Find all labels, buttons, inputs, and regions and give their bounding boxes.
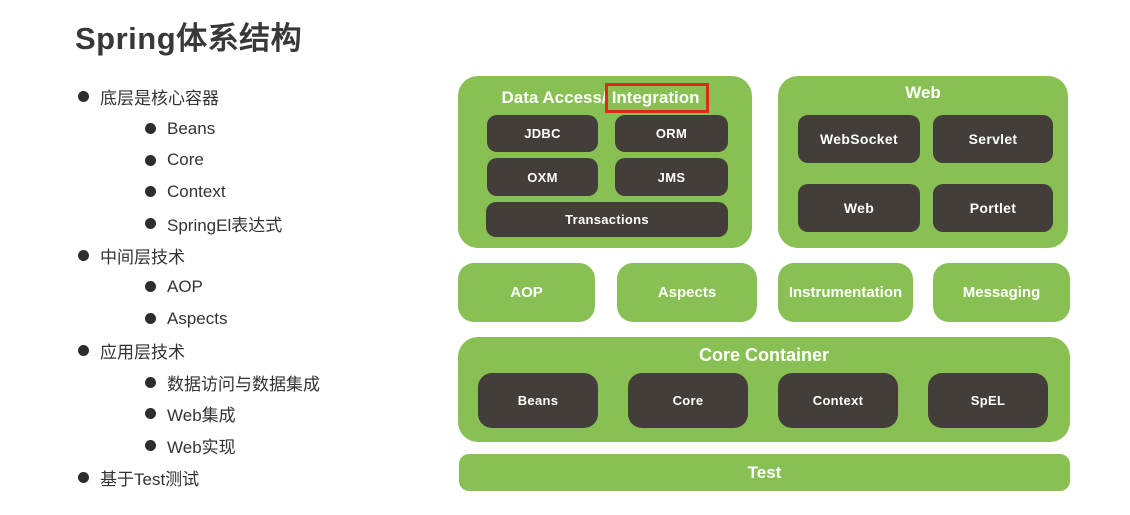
middleware-aspects: Aspects [617, 263, 757, 322]
web-title: Web [905, 83, 941, 102]
bullet-icon [145, 313, 156, 325]
data-access-box: Data Access/Integration JDBC ORM OXM JMS… [458, 76, 752, 248]
outline-item: Beans [145, 113, 320, 145]
outline-item-label: AOP [167, 276, 203, 296]
outline-item-label: Core [167, 150, 204, 170]
module-web: Web [798, 184, 920, 232]
module-orm: ORM [615, 115, 728, 152]
module-jms: JMS [615, 158, 728, 196]
data-access-title: Data Access/Integration [458, 83, 752, 113]
test-bar: Test [459, 454, 1070, 491]
outline-item-label: Beans [167, 118, 216, 138]
outline-item: AOP [145, 271, 320, 303]
outline-item-label: Web集成 [167, 406, 236, 426]
outline-item-label: 底层是核心容器 [100, 89, 219, 109]
outline-item-label: Web实现 [167, 437, 236, 457]
core-container-title: Core Container [698, 345, 830, 365]
outline-item-label: 数据访问与数据集成 [167, 374, 320, 394]
outline-item: Core [145, 144, 320, 176]
module-oxm: OXM [487, 158, 598, 196]
middleware-messaging: Messaging [933, 263, 1070, 322]
bullet-icon [145, 186, 156, 198]
middleware-aop: AOP [458, 263, 595, 322]
outline-item-label: Context [167, 181, 226, 201]
module-jdbc: JDBC [487, 115, 598, 152]
outline-item: 基于Test测试 [78, 461, 320, 493]
outline-list: 底层是核心容器 Beans Core Context SpringEl表达式 中… [0, 81, 320, 493]
module-context: Context [778, 373, 898, 428]
module-transactions: Transactions [486, 202, 728, 237]
module-portlet: Portlet [933, 184, 1053, 232]
outline-item: 应用层技术 [78, 335, 320, 367]
outline-item: 数据访问与数据集成 [145, 366, 320, 398]
bullet-icon [145, 218, 156, 230]
bullet-icon [145, 154, 156, 166]
integration-highlight-box: Integration [604, 83, 709, 113]
outline-item: Context [145, 176, 320, 208]
bullet-icon [145, 123, 156, 135]
outline-item-label: 应用层技术 [100, 342, 185, 362]
outline-item: SpringEl表达式 [145, 208, 320, 240]
outline-item-label: SpringEl表达式 [167, 216, 283, 236]
module-servlet: Servlet [933, 115, 1053, 163]
data-access-title-text: Data Access/ [501, 88, 607, 107]
bullet-icon [78, 91, 89, 103]
outline-item: Web集成 [145, 398, 320, 430]
bullet-icon [145, 439, 156, 451]
middleware-instrumentation: Instrumentation [778, 263, 913, 322]
outline-item-label: 中间层技术 [100, 247, 185, 267]
outline-item: 中间层技术 [78, 239, 320, 271]
web-box: Web WebSocket Servlet Web Portlet [778, 76, 1068, 248]
module-spel: SpEL [928, 373, 1048, 428]
page-title: Spring体系结构 [75, 21, 303, 56]
core-container-box: Core Container Beans Core Context SpEL [458, 337, 1070, 442]
module-core: Core [628, 373, 748, 428]
outline-item-label: 基于Test测试 [100, 469, 200, 489]
outline-item: 底层是核心容器 [78, 81, 320, 113]
bullet-icon [78, 249, 89, 261]
module-websocket: WebSocket [798, 115, 920, 163]
bullet-icon [145, 281, 156, 293]
outline-item: Aspects [145, 303, 320, 335]
bullet-icon [145, 376, 156, 388]
bullet-icon [78, 471, 89, 483]
outline-item: Web实现 [145, 430, 320, 462]
bullet-icon [145, 408, 156, 420]
module-beans: Beans [478, 373, 598, 428]
bullet-icon [78, 344, 89, 356]
outline-item-label: Aspects [167, 308, 228, 328]
